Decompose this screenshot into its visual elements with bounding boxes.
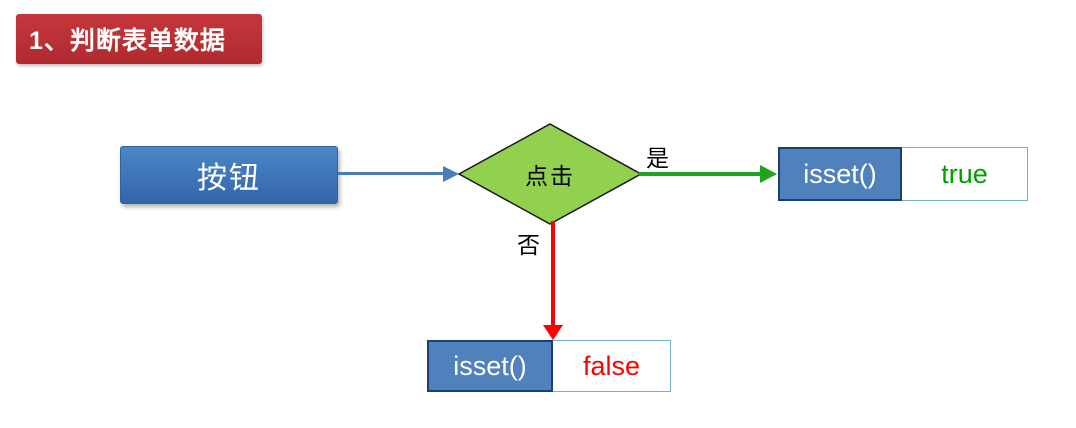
edge-label-no: 否 [517,233,540,258]
decision-diamond-label: 点击 [525,164,575,189]
flow-node-button: 按钮 [120,146,338,204]
slide-title-banner: 1、判断表单数据 [16,14,262,64]
arrow-button-to-decision-head [443,166,459,182]
arrow-no-shaft [551,221,555,325]
result-false-value-cell: false [553,340,671,392]
result-false-function-cell: isset() [427,340,553,392]
result-true-value-cell: true [902,147,1028,201]
slide-title: 1、判断表单数据 [29,27,226,55]
arrow-yes-head [760,165,777,183]
arrow-button-to-decision-shaft [338,172,445,175]
flow-node-button-label: 按钮 [197,162,261,195]
arrow-yes-shaft [639,172,761,176]
result-box-false: isset() false [427,340,671,392]
result-box-true: isset() true [778,147,1028,201]
arrow-no-head [543,325,563,340]
edge-label-yes: 是 [646,146,669,171]
result-true-function-cell: isset() [778,147,902,201]
decision-diamond-shape [457,123,643,225]
